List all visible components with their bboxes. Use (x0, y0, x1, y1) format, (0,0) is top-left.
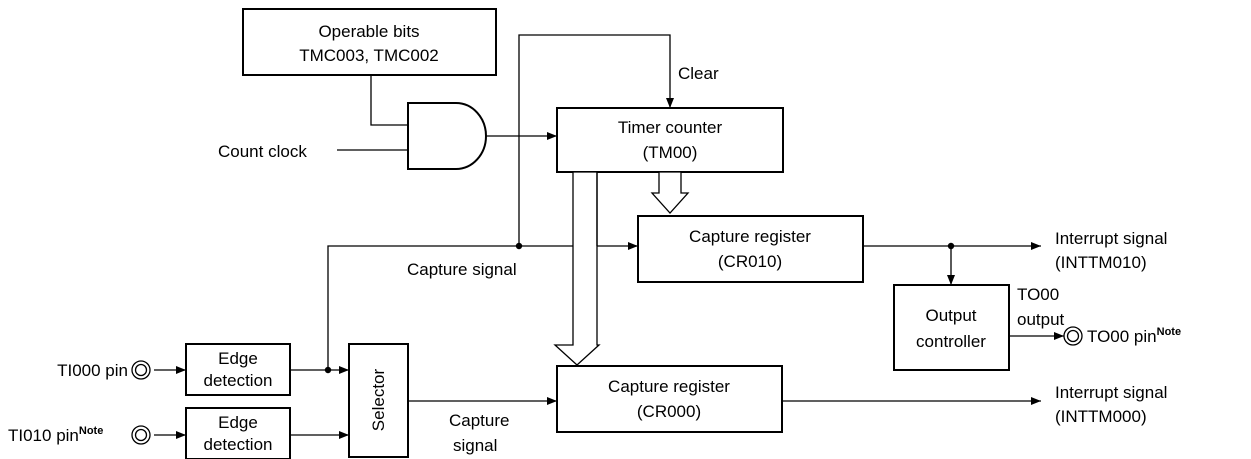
operable-bits-label: Operable bits (318, 22, 419, 41)
edge-junction-dot (324, 366, 332, 374)
ti010-note-superscript: Note (79, 425, 103, 437)
timer-counter-block: Timer counter (TM00) (556, 107, 784, 173)
capture-signal-2-label-1: Capture (449, 411, 509, 430)
and-gate (407, 102, 487, 170)
capture-register-cr000-block: Capture register (CR000) (556, 365, 783, 433)
to00-output-label-2: output (1017, 310, 1065, 329)
capture-register-cr010-label: Capture register (689, 227, 811, 246)
output-controller-label-2: controller (916, 332, 986, 351)
edge-detection-2-label-2: detection (204, 435, 273, 454)
ti010-pin-label: TI010 pinNote (8, 425, 103, 445)
to00-pin-symbol (1063, 326, 1083, 346)
capture-signal-label: Capture signal (407, 260, 517, 279)
selector-label: Selector (369, 368, 388, 431)
capture-register-cr010-id: (CR010) (718, 252, 782, 271)
output-controller-block: Output controller (893, 284, 1010, 371)
operable-bits-registers: TMC003, TMC002 (299, 46, 439, 65)
timer-counter-id: (TM00) (643, 143, 698, 162)
timer-counter-label: Timer counter (618, 118, 723, 137)
capture-register-cr010-block: Capture register (CR010) (637, 215, 864, 283)
interrupt-cr000-label: Interrupt signal (1055, 383, 1167, 402)
edge-detection-2-label-1: Edge (218, 413, 258, 432)
ti010-pin-symbol (131, 425, 151, 445)
operable-bits-block: Operable bits TMC003, TMC002 (242, 8, 497, 76)
connection-lines (154, 34, 1064, 439)
count-clock-label: Count clock (218, 142, 307, 161)
ti000-pin-symbol (131, 360, 151, 380)
interrupt-cr010-label: Interrupt signal (1055, 229, 1167, 248)
to00-pin-label: TO00 pinNote (1087, 326, 1181, 346)
edge-detection-block-1: Edge detection (185, 343, 291, 396)
edge-detection-1-label-2: detection (204, 371, 273, 390)
timer-to-cr010-bus-arrow (650, 171, 690, 214)
capture-signal-2-label-2: signal (453, 436, 497, 455)
edge-detection-block-2: Edge detection (185, 407, 291, 459)
timer-to-cr000-bus-arrow (553, 171, 601, 366)
selector-block: Selector (348, 343, 409, 458)
clear-wire (518, 34, 674, 246)
edge-detection-1-label-1: Edge (218, 349, 258, 368)
interrupt-cr000-id: (INTTM000) (1055, 407, 1147, 426)
to00-note-superscript: Note (1157, 326, 1181, 338)
capture-register-cr000-id: (CR000) (637, 402, 701, 421)
to00-output-label-1: TO00 (1017, 285, 1059, 304)
output-controller-label-1: Output (925, 306, 976, 325)
capture-register-cr000-label: Capture register (608, 377, 730, 396)
interrupt-junction-dot (947, 242, 955, 250)
capture-junction-dot (515, 242, 523, 250)
ti000-pin-label: TI000 pin (57, 361, 128, 380)
clear-label: Clear (678, 64, 719, 83)
interrupt-cr010-id: (INTTM010) (1055, 253, 1147, 272)
operable-bits-wire (370, 75, 408, 126)
capture-signal-wire (327, 242, 638, 370)
